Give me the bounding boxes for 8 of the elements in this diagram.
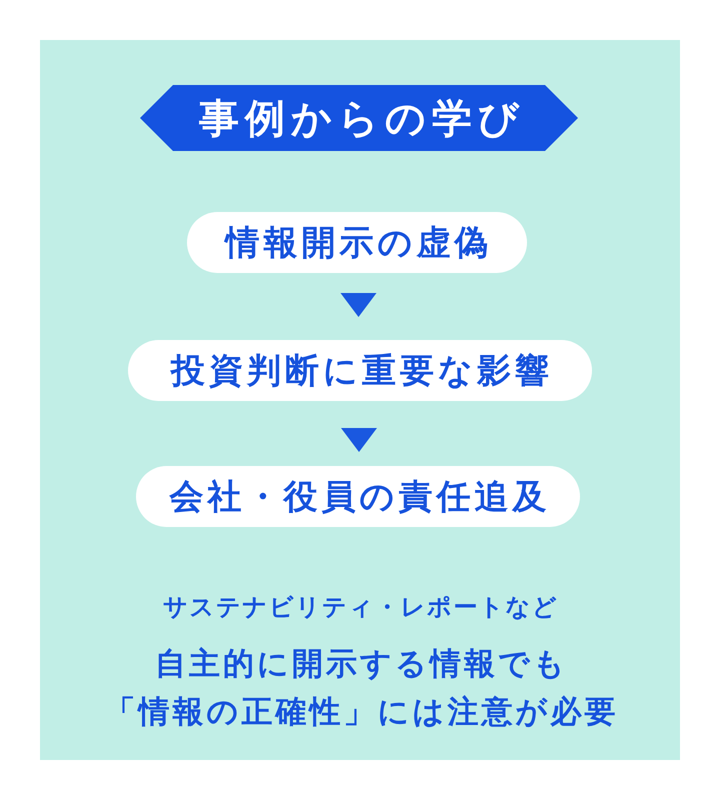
arrow: [340, 293, 376, 317]
title-banner: 事例からの学び: [140, 85, 578, 151]
subheading-text: サステナビリティ・レポートなど: [162, 592, 560, 622]
step-box: 情報開示の虚偽: [187, 212, 527, 273]
note-text: 自主的に開示する情報でも「情報の正確性」には注意が必要: [104, 645, 620, 732]
arrow: [341, 428, 377, 452]
step-box: 投資判断に重要な影響: [128, 340, 592, 401]
step-box: 会社・役員の責任追及: [136, 466, 580, 527]
